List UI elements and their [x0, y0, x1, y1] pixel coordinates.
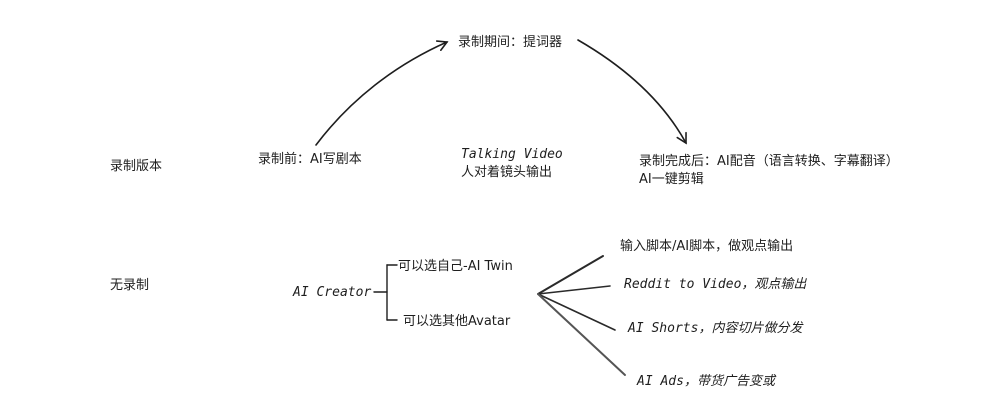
row-label-unrecorded: 无录制 — [110, 278, 150, 293]
option-other-avatar: 可以选其他Avatar — [403, 314, 511, 329]
talking-video-title: Talking Video — [461, 147, 563, 162]
fan-line-2 — [537, 285, 611, 295]
fan-line-1 — [537, 255, 604, 295]
output-item-ads: AI Ads，带货广告变或 — [637, 374, 775, 389]
output-item-script: 输入脚本/AI脚本，做观点输出 — [620, 239, 794, 254]
step-after-recording: 录制完成后：AI配音（语言转换、字幕翻译） — [639, 154, 899, 169]
arrow-during-to-after — [577, 39, 687, 145]
output-item-reddit: Reddit to Video，观点输出 — [624, 277, 807, 292]
fan-line-4 — [537, 293, 626, 376]
fan-line-3 — [537, 293, 616, 331]
talking-video-desc: 人对着镜头输出 — [461, 165, 553, 180]
arrow-before-to-during — [315, 40, 449, 146]
output-item-shorts: AI Shorts，内容切片做分发 — [628, 321, 803, 336]
step-during-recording: 录制期间：提词器 — [458, 35, 563, 50]
output-fan-lines — [537, 255, 626, 376]
step-after-recording-edit: AI一键剪辑 — [639, 172, 704, 187]
step-before-recording: 录制前：AI写剧本 — [258, 152, 362, 167]
ai-creator-node: AI Creator — [293, 285, 372, 300]
row-label-recorded: 录制版本 — [110, 159, 163, 174]
option-self-ai-twin: 可以选自己-AI Twin — [398, 259, 513, 274]
creator-bracket — [373, 264, 398, 321]
